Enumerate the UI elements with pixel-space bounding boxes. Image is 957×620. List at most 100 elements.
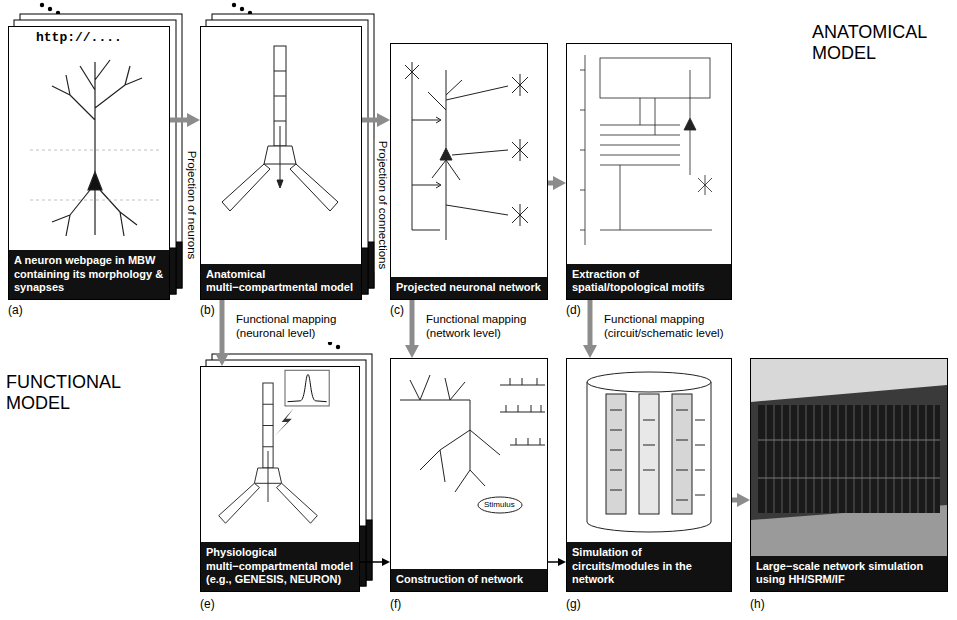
edge-label: Functional mapping (network level) bbox=[424, 312, 558, 342]
more-dots bbox=[240, 7, 244, 11]
supercomputer-photo bbox=[751, 505, 947, 559]
panel-caption: Projected neuronal network bbox=[391, 277, 547, 299]
panel-caption: Extraction of spatial/topological motifs bbox=[567, 264, 731, 299]
compartment-model bbox=[288, 375, 327, 402]
card-ground bbox=[8, 26, 170, 300]
section-heading: ANATOMICAL MODEL bbox=[812, 22, 952, 63]
card-ground bbox=[200, 366, 360, 592]
supercomputer-photo bbox=[758, 405, 940, 513]
supercomputer-photo bbox=[758, 440, 940, 478]
panel-letter: (c) bbox=[390, 304, 404, 318]
motif-panel: Extraction of spatial/topological motifs bbox=[566, 43, 732, 300]
motif-schematic bbox=[640, 70, 690, 175]
card-ground bbox=[390, 358, 548, 592]
network-sketch bbox=[446, 86, 508, 215]
cortical-column bbox=[587, 372, 711, 392]
mapping-arrow bbox=[588, 300, 593, 345]
compartment-model bbox=[290, 164, 338, 211]
network-construction-panel: Construction of network bbox=[390, 358, 548, 592]
motif-schematic bbox=[698, 175, 712, 195]
edge-label: Projection of connections bbox=[375, 139, 389, 272]
cortical-column bbox=[695, 420, 705, 495]
more-dots bbox=[40, 3, 44, 7]
anatomical-model-panel: Anatomical multi−compartmental model bbox=[200, 26, 362, 300]
compartment-model bbox=[274, 71, 286, 121]
card-ground bbox=[200, 26, 362, 300]
cortical-column bbox=[639, 394, 659, 514]
large-scale-simulation-panel: Large−scale network simulation using HH/… bbox=[750, 358, 948, 592]
card-ground bbox=[8, 26, 948, 592]
card-ground bbox=[750, 358, 948, 592]
motif-schematic bbox=[580, 55, 712, 245]
card-ground bbox=[390, 43, 548, 300]
cortical-column bbox=[606, 394, 626, 514]
network-sketch bbox=[412, 82, 440, 230]
dendrite-network bbox=[510, 438, 545, 445]
card-ground bbox=[566, 358, 732, 592]
physiological-model-panel: Physiological multi−compartmental model … bbox=[200, 366, 360, 592]
panel-letter: (e) bbox=[200, 598, 215, 612]
compartment-model bbox=[219, 370, 330, 523]
neuron-drawing bbox=[30, 60, 160, 236]
dendrite-network bbox=[400, 375, 545, 513]
panel-letter: (g) bbox=[566, 598, 581, 612]
network-sketch bbox=[436, 117, 441, 188]
dendrite-network bbox=[500, 405, 545, 412]
mapping-arrow bbox=[362, 118, 377, 123]
panel-caption: Anatomical multi−compartmental model bbox=[201, 264, 361, 299]
stimulus-label: Stimulus bbox=[484, 500, 515, 509]
compartment-model bbox=[285, 370, 329, 406]
mapping-arrow bbox=[732, 498, 737, 503]
supercomputer-photo bbox=[751, 359, 947, 402]
supercomputer-photo bbox=[766, 405, 934, 513]
section-heading: FUNCTIONAL MODEL bbox=[6, 372, 146, 413]
mapping-arrow bbox=[220, 300, 225, 353]
compartment-model bbox=[280, 126, 281, 186]
panel-letter: (a) bbox=[8, 304, 23, 318]
motif-schematic bbox=[580, 55, 585, 245]
neuron-drawing bbox=[52, 60, 142, 172]
network-sketch bbox=[405, 62, 528, 240]
dendrite-network bbox=[500, 378, 545, 385]
network-sketch bbox=[512, 74, 528, 96]
edge-label: Projection of neurons bbox=[184, 149, 198, 262]
network-sketch bbox=[512, 204, 528, 226]
supercomputer-photo bbox=[751, 359, 947, 559]
mapping-arrow bbox=[170, 118, 187, 123]
panel-caption: Physiological multi−compartmental model … bbox=[201, 542, 359, 591]
compartment-model bbox=[222, 164, 270, 211]
cortical-column bbox=[672, 394, 692, 514]
supercomputer-photo bbox=[751, 359, 947, 559]
compartment-model bbox=[268, 451, 269, 502]
flow-arrow bbox=[360, 561, 382, 563]
motif-schematic bbox=[600, 58, 710, 98]
neuron-drawing bbox=[52, 190, 137, 236]
panel-caption: A neuron webpage in MBW containing its m… bbox=[9, 250, 169, 299]
motif-schematic bbox=[600, 125, 680, 165]
mapping-arrow bbox=[410, 300, 415, 345]
panel-letter: (f) bbox=[390, 598, 401, 612]
panel-caption: Simulation of circuits/modules in the ne… bbox=[567, 542, 731, 591]
more-dots bbox=[232, 3, 236, 7]
circuit-simulation-panel: Simulation of circuits/modules in the ne… bbox=[566, 358, 732, 592]
more-dots bbox=[48, 7, 52, 11]
motif-schematic bbox=[600, 165, 712, 230]
compartment-model bbox=[263, 404, 273, 447]
compartment-model bbox=[277, 180, 283, 188]
url-text: http://.... bbox=[36, 31, 122, 46]
network-sketch bbox=[440, 148, 452, 160]
edge-label: Functional mapping (neuronal level) bbox=[234, 312, 368, 342]
network-panel: Projected neuronal network bbox=[390, 43, 548, 300]
panel-letter: (d) bbox=[566, 304, 581, 318]
cortical-column bbox=[610, 410, 688, 500]
compartment-model bbox=[277, 483, 318, 523]
panel-caption: Construction of network bbox=[391, 569, 547, 591]
panel-letter: (b) bbox=[200, 304, 215, 318]
flow-arrow bbox=[548, 561, 558, 563]
panel-caption: Large−scale network simulation using HH/… bbox=[751, 556, 947, 591]
compartment-model bbox=[222, 46, 338, 211]
cortical-column bbox=[587, 372, 711, 532]
